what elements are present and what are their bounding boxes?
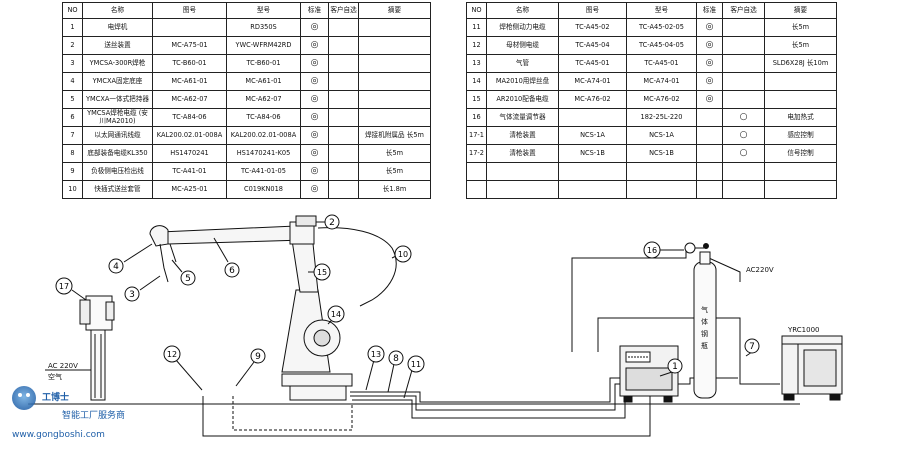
callout-14-text: 14 [331, 310, 341, 319]
callout-4-text: 4 [113, 262, 119, 272]
callout-2: 2 [316, 214, 340, 230]
table-row [466, 162, 837, 181]
watermark-url: www.gongboshi.com [12, 430, 105, 440]
callout-9-text: 9 [255, 352, 261, 362]
table-row [466, 180, 837, 199]
watermark-tagline: 智能工厂服务商 [62, 409, 125, 421]
callout-17-text: 17 [59, 282, 69, 291]
callout-6-text: 6 [229, 266, 235, 276]
table-header-row: NO 名称 图号 型号 标准 客户自选 摘要 [62, 2, 431, 19]
cable-9-voltage-sense [232, 396, 353, 431]
callout-5: 5 [171, 259, 196, 286]
cell-note: 长1.8m [358, 180, 431, 199]
callout-8-text: 8 [393, 354, 399, 364]
cable-11-power [352, 392, 626, 419]
callout-12-text: 12 [167, 350, 177, 359]
cylinder-label-3: 钢 [701, 329, 708, 338]
watermark: 工博士 智能工厂服务商 www.gongboshi.com [12, 386, 125, 440]
callout-1-text: 1 [672, 362, 678, 372]
callout-11-text: 11 [411, 360, 421, 369]
cell-model: C019KN018 [226, 180, 301, 199]
cylinder-label-1: 气 [701, 305, 708, 314]
callout-10-text: 10 [398, 250, 408, 259]
welding-power-source [619, 345, 679, 403]
cable-routing [45, 227, 780, 437]
table-header-row: NO 名称 图号 型号 标准 客户自选 摘要 [466, 2, 837, 19]
callout-12: 12 [163, 345, 203, 391]
cell-note [764, 180, 837, 199]
callout-13-text: 13 [371, 350, 381, 359]
cable-10-wire-conduit [317, 227, 397, 307]
callout-15-text: 15 [317, 268, 327, 277]
callout-6: 6 [213, 237, 240, 278]
cable-8-control [350, 383, 620, 411]
callouts: 1 2 3 4 5 6 7 8 9 10 11 12 13 14 15 16 1… [55, 214, 760, 399]
callout-2-text: 2 [329, 218, 335, 228]
callout-16: 16 [643, 241, 684, 259]
cell-note: 信号控制 [764, 144, 837, 163]
torch-cleaner-device [79, 295, 115, 401]
callout-14: 14 [327, 305, 345, 325]
callout-8: 8 [387, 350, 404, 393]
chiller-model-label: YRC1000 [787, 326, 820, 334]
ac220v-left-label: AC 220V [48, 362, 78, 370]
callout-10: 10 [391, 245, 412, 263]
callout-5-text: 5 [185, 274, 191, 284]
callout-13: 13 [365, 345, 385, 391]
ac-feed-right [699, 253, 741, 282]
callout-11: 11 [403, 355, 425, 399]
cell-name: 快插式送丝套管 [82, 180, 153, 199]
cylinder-label-2: 体 [701, 317, 708, 326]
watermark-brand: 工博士 [42, 391, 69, 403]
callout-15: 15 [308, 263, 331, 281]
cylinder-label-4: 瓶 [701, 341, 708, 350]
callout-4: 4 [108, 243, 153, 274]
callout-3: 3 [124, 275, 161, 302]
air-label: 空气 [48, 372, 62, 381]
gas-cylinder [684, 242, 717, 399]
callout-16-text: 16 [647, 246, 657, 255]
chiller-unit [781, 335, 843, 401]
cable-7-ethernet [597, 317, 780, 385]
callout-17: 17 [55, 277, 87, 301]
cable-12-base-metal [202, 392, 651, 437]
callout-7-text: 7 [749, 342, 755, 352]
watermark-mascot-icon [12, 386, 36, 410]
gas-line-16 [571, 250, 687, 352]
callout-7: 7 [744, 338, 760, 357]
callout-9: 9 [235, 348, 266, 387]
callout-1: 1 [659, 358, 683, 377]
ac220v-right-label: AC220V [746, 266, 774, 274]
cable-13-gas-hose [350, 377, 620, 403]
callout-3-text: 3 [129, 290, 135, 300]
robot-arm [149, 215, 353, 401]
